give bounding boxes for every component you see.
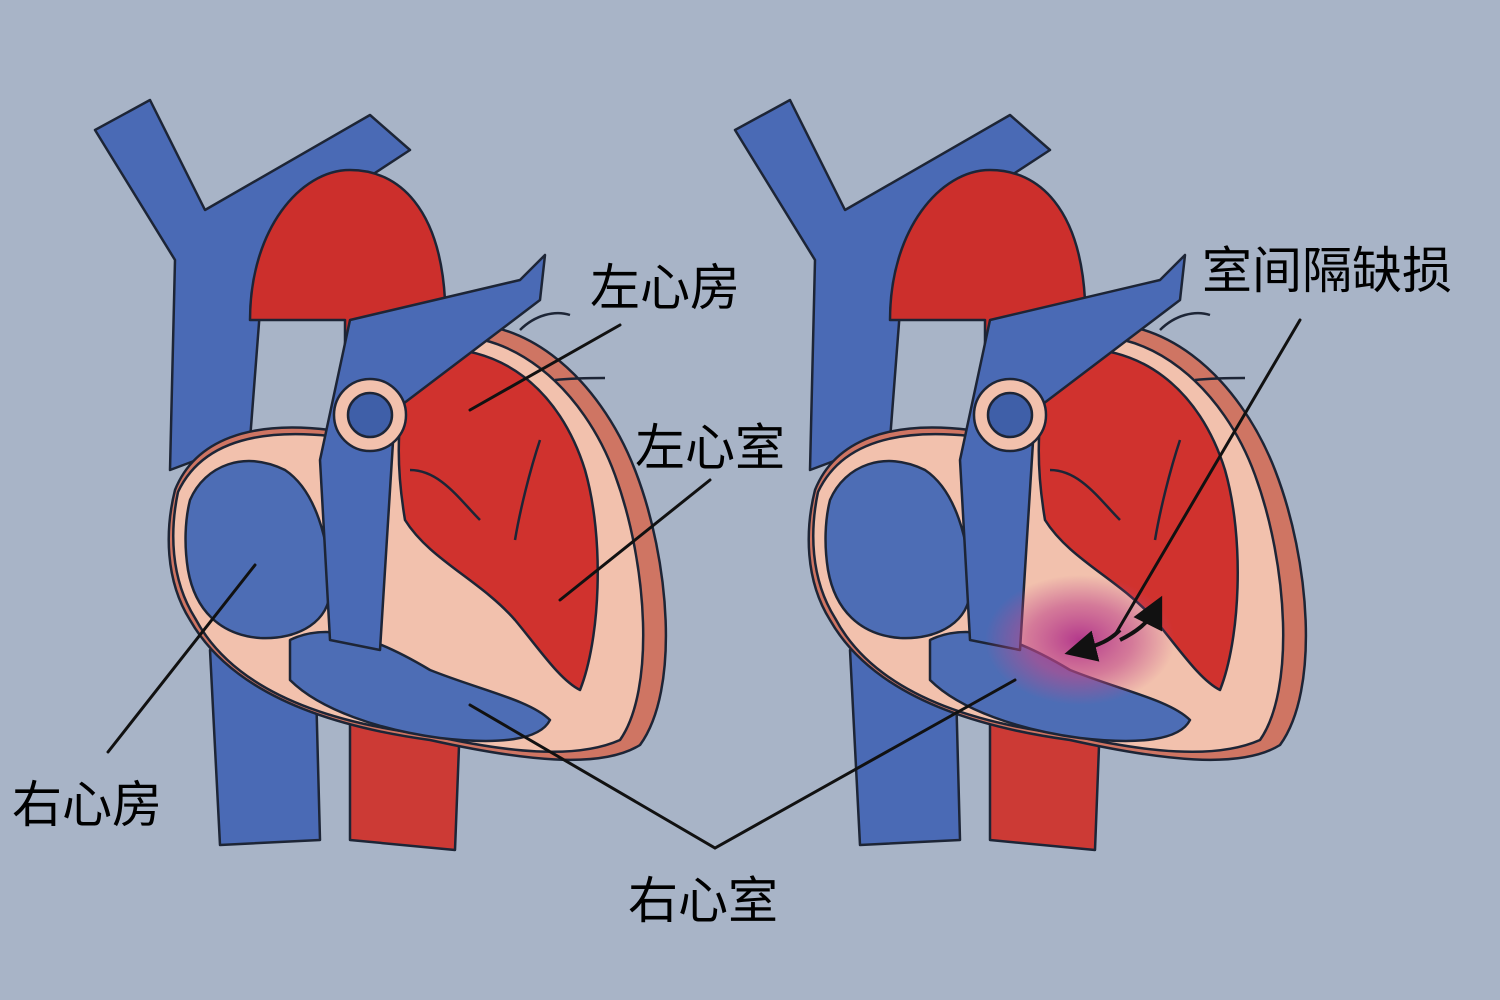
septal-defect-highlight [985, 575, 1175, 705]
label-right-atrium: 右心房 [12, 776, 162, 834]
label-right-ventricle: 右心室 [628, 872, 778, 930]
leader-right-atrium [106, 563, 257, 754]
leader-right-ventricle [468, 678, 1017, 850]
label-vsd: 室间隔缺损 [1202, 242, 1452, 300]
label-left-ventricle: 左心室 [635, 419, 785, 477]
leader-vsd [1113, 318, 1302, 637]
leader-left-ventricle [558, 478, 712, 602]
normal-heart-illustration [93, 98, 668, 852]
vsd-heart-illustration [733, 98, 1308, 852]
leader-left-atrium [468, 323, 622, 412]
label-left-atrium: 左心房 [590, 259, 740, 317]
shunt-arrow-up [1119, 595, 1163, 642]
leader-lines [106, 318, 1302, 850]
